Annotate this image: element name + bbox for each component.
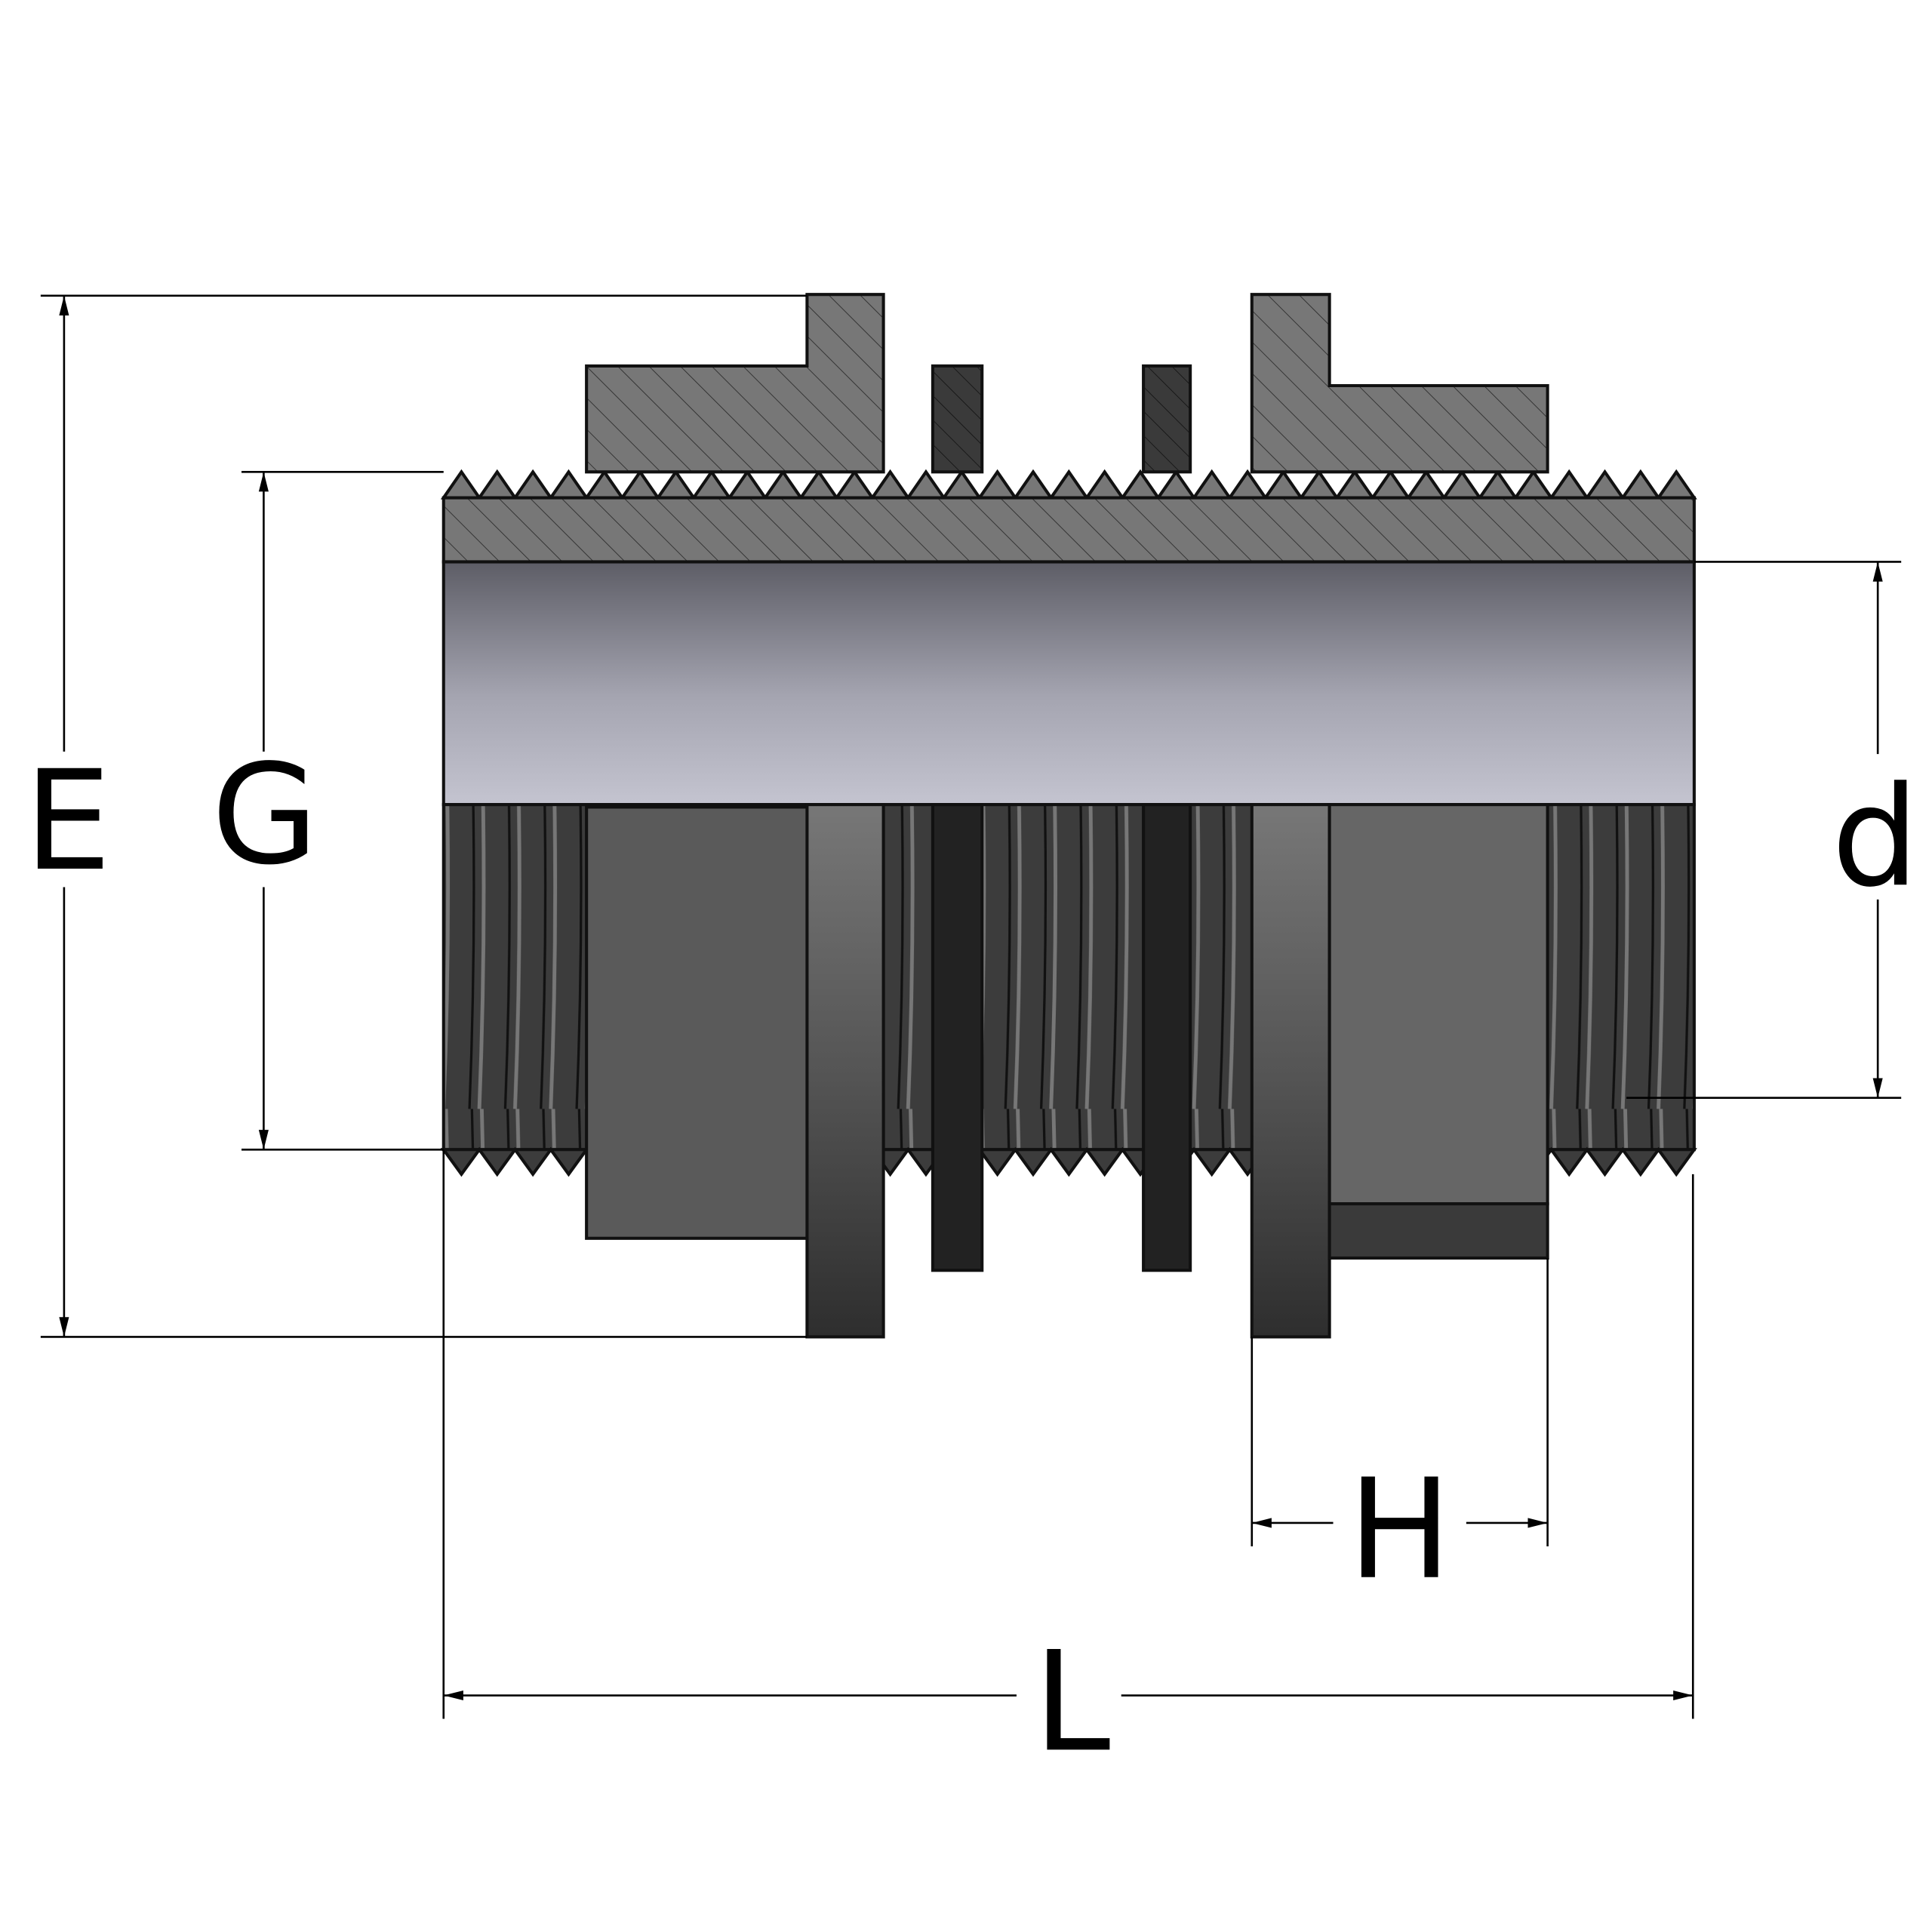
dimension-d: d [1626,561,1919,1099]
dimension-L: L [442,1149,1694,1783]
left-nut-body [585,805,811,1240]
right-washer [1142,803,1192,1272]
right-nut-section [1250,293,1549,474]
right-nut-lip [1327,1202,1549,1260]
top-thread-teeth [440,469,1697,501]
left-washer-section [931,364,984,474]
dimension-label-L: L [1033,1622,1110,1783]
left-nut-flange [805,803,885,1339]
dimension-label-H: H [1348,1450,1452,1611]
dimension-label-G: G [211,735,318,896]
dimension-label-d: d [1832,757,1919,918]
body-wall-section [441,496,1696,564]
bore [441,560,1696,807]
left-nut-section [585,293,885,474]
dimension-E: E [24,294,808,1338]
dimension-H: H [1251,1257,1549,1611]
left-washer [931,803,984,1272]
dimension-G: G [211,471,444,1151]
dimension-label-E: E [24,741,112,902]
right-nut-body [1327,803,1549,1206]
right-nut-flange [1250,803,1331,1339]
right-washer-section [1142,364,1192,474]
